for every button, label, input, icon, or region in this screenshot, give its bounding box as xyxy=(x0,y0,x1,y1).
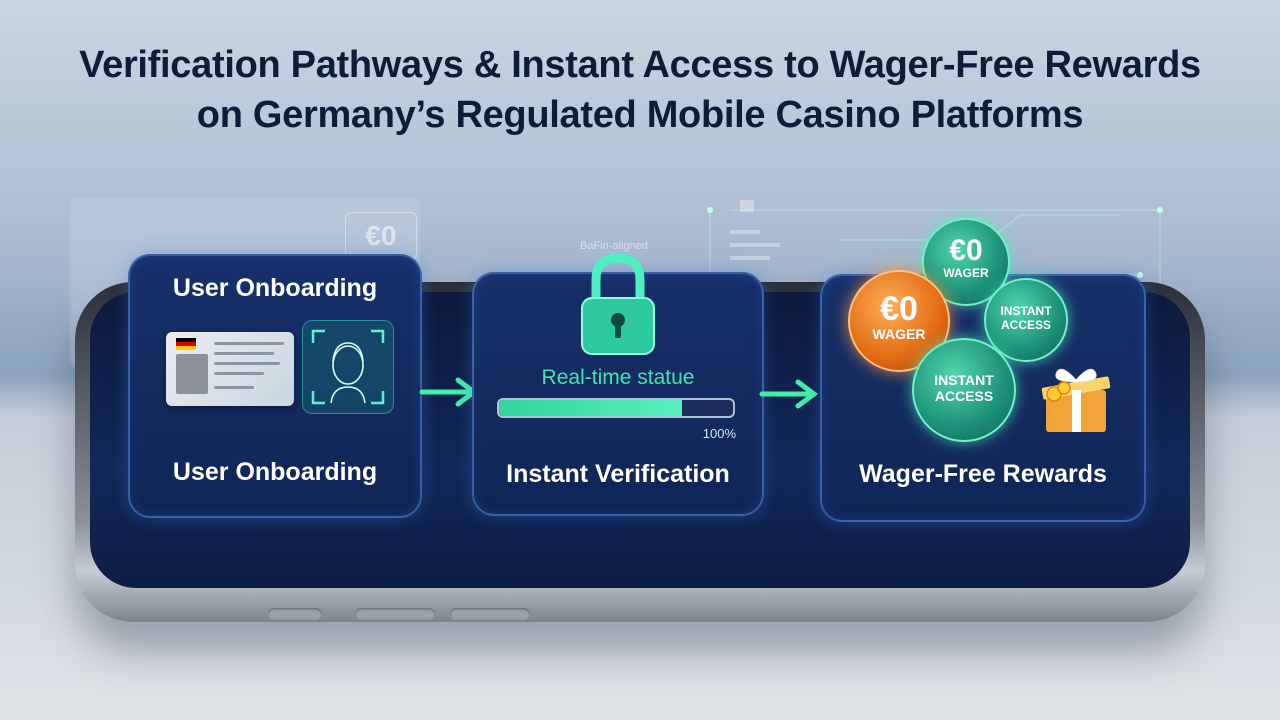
arrow-right-icon xyxy=(419,377,479,407)
id-photo xyxy=(176,354,208,394)
phone-speaker-slot xyxy=(268,608,322,620)
face-scan-icon xyxy=(302,320,394,414)
phone-button-1 xyxy=(355,608,435,620)
reward-coin-instant-access: INSTANT ACCESS xyxy=(984,278,1068,362)
onboarding-bottom-label: User Onboarding xyxy=(172,458,378,486)
progress-fill xyxy=(499,400,682,416)
padlock-icon xyxy=(581,253,655,355)
phone-button-2 xyxy=(450,608,530,620)
german-flag-icon xyxy=(176,338,196,350)
reward-coin-instant-access-large: INSTANT ACCESS xyxy=(912,338,1016,442)
progress-percent: 100% xyxy=(702,426,736,441)
verification-status-text: Real-time statue xyxy=(541,366,695,389)
onboarding-top-label: User Onboarding xyxy=(172,274,378,302)
page-title: Verification Pathways & Instant Access t… xyxy=(0,40,1280,140)
rewards-label: Wager-Free Rewards xyxy=(859,460,1107,488)
background-euro-badge: €0 xyxy=(345,212,417,260)
gift-box-icon xyxy=(1041,368,1111,432)
title-line-2: on Germany’s Regulated Mobile Casino Pla… xyxy=(196,94,1084,136)
verification-label: Instant Verification xyxy=(506,460,730,488)
verification-progress-bar xyxy=(497,398,735,418)
title-line-1: Verification Pathways & Instant Access t… xyxy=(79,44,1201,86)
id-card-icon xyxy=(166,332,294,406)
arrow-right-icon xyxy=(759,379,819,409)
background-note: BaFin-aligned xyxy=(580,240,648,252)
